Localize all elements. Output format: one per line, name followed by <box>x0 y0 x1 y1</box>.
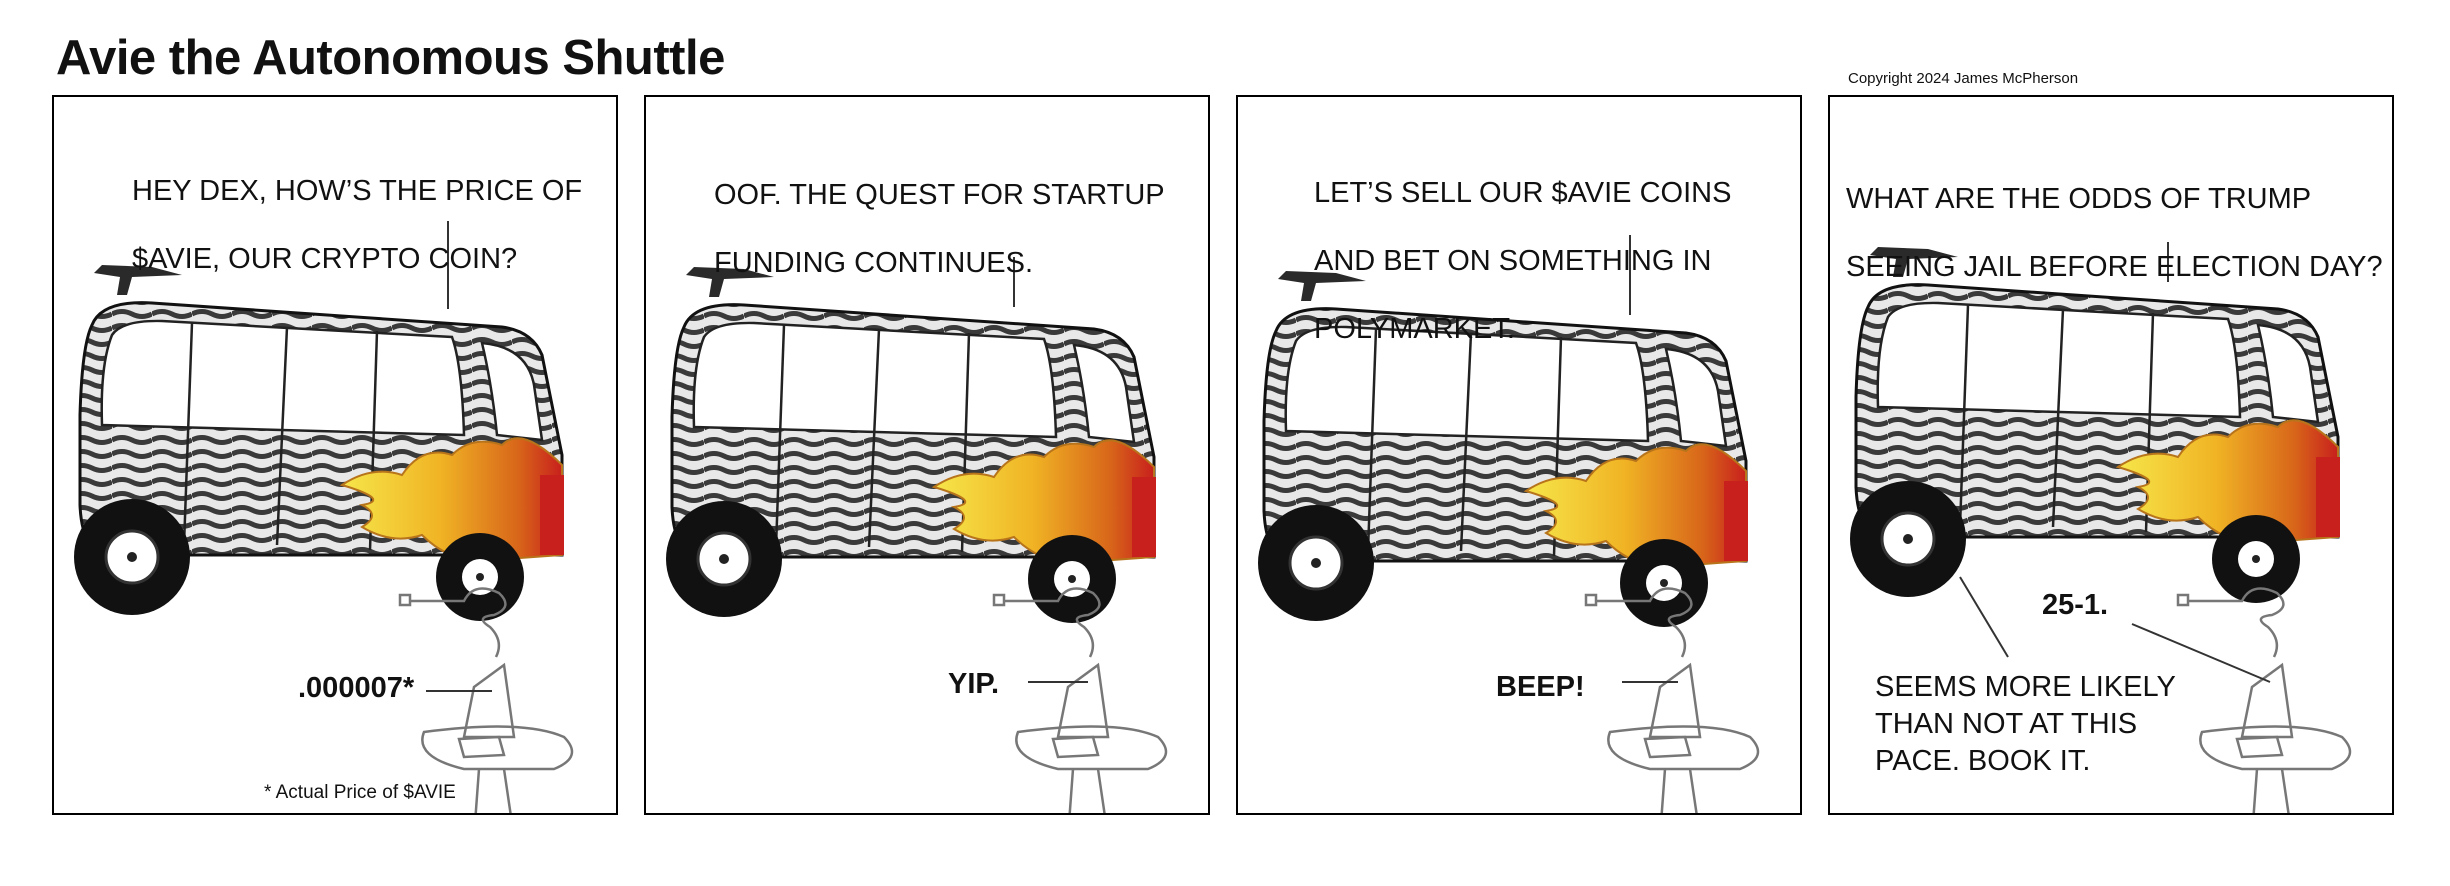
speech-bubble-2: OOF. THE QUEST FOR STARTUP FUNDING CONTI… <box>714 179 1165 279</box>
shuttle-illustration <box>72 221 574 813</box>
shuttle-illustration <box>664 257 1168 813</box>
comic-panel-2: OOF. THE QUEST FOR STARTUP FUNDING CONTI… <box>644 95 1210 815</box>
dex-reply-3: BEEP! <box>1496 671 1585 703</box>
comic-panel-1: HEY DEX, HOW’S THE PRICE OF $AVIE, OUR C… <box>52 95 618 815</box>
speech-bubble-4: WHAT ARE THE ODDS OF TRUMP SEEING JAIL B… <box>1846 183 2383 283</box>
shuttle-illustration <box>1848 242 2352 813</box>
dex-reply-2: YIP. <box>948 668 1000 700</box>
footnote: * Actual Price of $AVIE <box>264 782 456 803</box>
shuttle-illustration <box>1256 235 1760 813</box>
dex-reply-4-continuation: SEEMS MORE LIKELY THAN NOT AT THIS PACE.… <box>1875 671 2176 777</box>
comic-panel-4: WHAT ARE THE ODDS OF TRUMP SEEING JAIL B… <box>1828 95 2394 815</box>
dex-reply-1: .000007* <box>298 672 415 704</box>
speech-bubble-1: HEY DEX, HOW’S THE PRICE OF $AVIE, OUR C… <box>132 175 583 275</box>
copyright-notice: Copyright 2024 James McPherson <box>1848 70 2079 87</box>
dex-reply-4: 25-1. <box>2042 589 2109 621</box>
comic-panel-3: LET’S SELL OUR $AVIE COINS AND BET ON SO… <box>1236 95 1802 815</box>
comic-title: Avie the Autonomous Shuttle <box>56 31 725 85</box>
speech-bubble-3: LET’S SELL OUR $AVIE COINS AND BET ON SO… <box>1314 177 1732 345</box>
